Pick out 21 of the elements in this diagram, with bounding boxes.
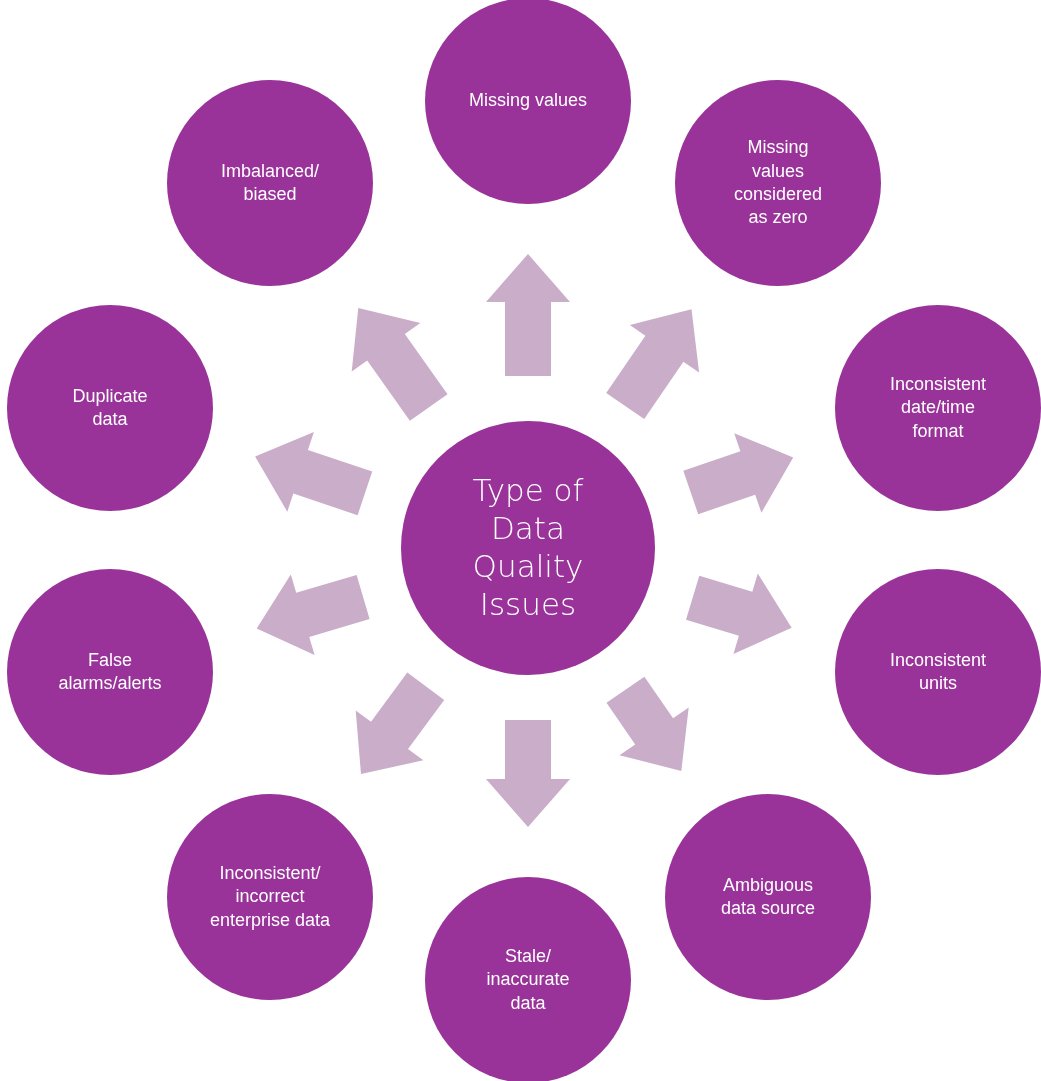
- issue-label: Duplicate data: [71, 384, 149, 431]
- issue-label: Inconsistent/ incorrect enterprise data: [208, 861, 332, 932]
- central-topic: Type of Data Quality Issues: [471, 472, 585, 624]
- issue-label: False alarms/alerts: [57, 648, 163, 695]
- block-arrow: [686, 573, 792, 654]
- block-arrow: [606, 309, 700, 420]
- block-arrow: [256, 574, 370, 656]
- issue-label: Missing values considered as zero: [732, 136, 824, 230]
- block-arrow: [606, 676, 689, 771]
- block-arrow: [255, 432, 373, 516]
- block-arrow: [486, 254, 570, 376]
- block-arrow: [355, 672, 445, 774]
- issue-label: Imbalanced/ biased: [219, 159, 321, 206]
- issue-label: Inconsistent date/time format: [888, 372, 988, 443]
- block-arrow: [683, 433, 794, 515]
- issue-label: Stale/ inaccurate data: [485, 944, 571, 1015]
- issue-label: Ambiguous data source: [719, 873, 817, 920]
- block-arrow: [351, 307, 448, 421]
- block-arrow: [486, 720, 570, 827]
- issue-label: Missing values: [468, 89, 588, 113]
- issue-label: Inconsistent units: [888, 648, 988, 695]
